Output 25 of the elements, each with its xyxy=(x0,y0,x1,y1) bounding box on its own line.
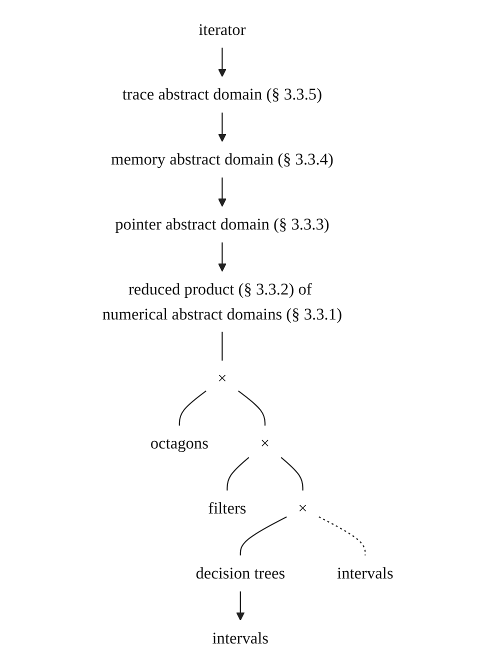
node-text: intervals xyxy=(336,564,394,582)
connector xyxy=(318,516,366,555)
node-text: × xyxy=(298,498,308,517)
connector xyxy=(238,390,266,426)
arrow xyxy=(218,177,226,206)
node-text: filters xyxy=(208,498,246,517)
node-text: decision trees xyxy=(195,564,285,582)
node-text: octagons xyxy=(150,434,208,452)
node-text: memory abstract domain (§ 3.3.4) xyxy=(110,150,334,168)
node-text: reduced product (§ 3.3.2) of numerical abstract domains (§ 3.3.1) xyxy=(102,279,342,322)
connector xyxy=(240,516,287,555)
arrow xyxy=(218,242,226,272)
arrow xyxy=(218,112,226,142)
node-text: trace abstract domain (§ 3.3.5) xyxy=(122,84,322,103)
node-text: × xyxy=(260,434,270,452)
connector xyxy=(226,456,249,490)
arrow xyxy=(218,47,226,76)
connector xyxy=(178,390,206,426)
node-text: intervals xyxy=(212,628,268,647)
connector xyxy=(221,331,222,360)
node-text: iterator xyxy=(198,20,246,38)
node-text: pointer abstract domain (§ 3.3.3) xyxy=(114,214,330,233)
node-text: × xyxy=(217,368,227,388)
connector xyxy=(280,456,304,490)
arrow xyxy=(236,590,244,620)
